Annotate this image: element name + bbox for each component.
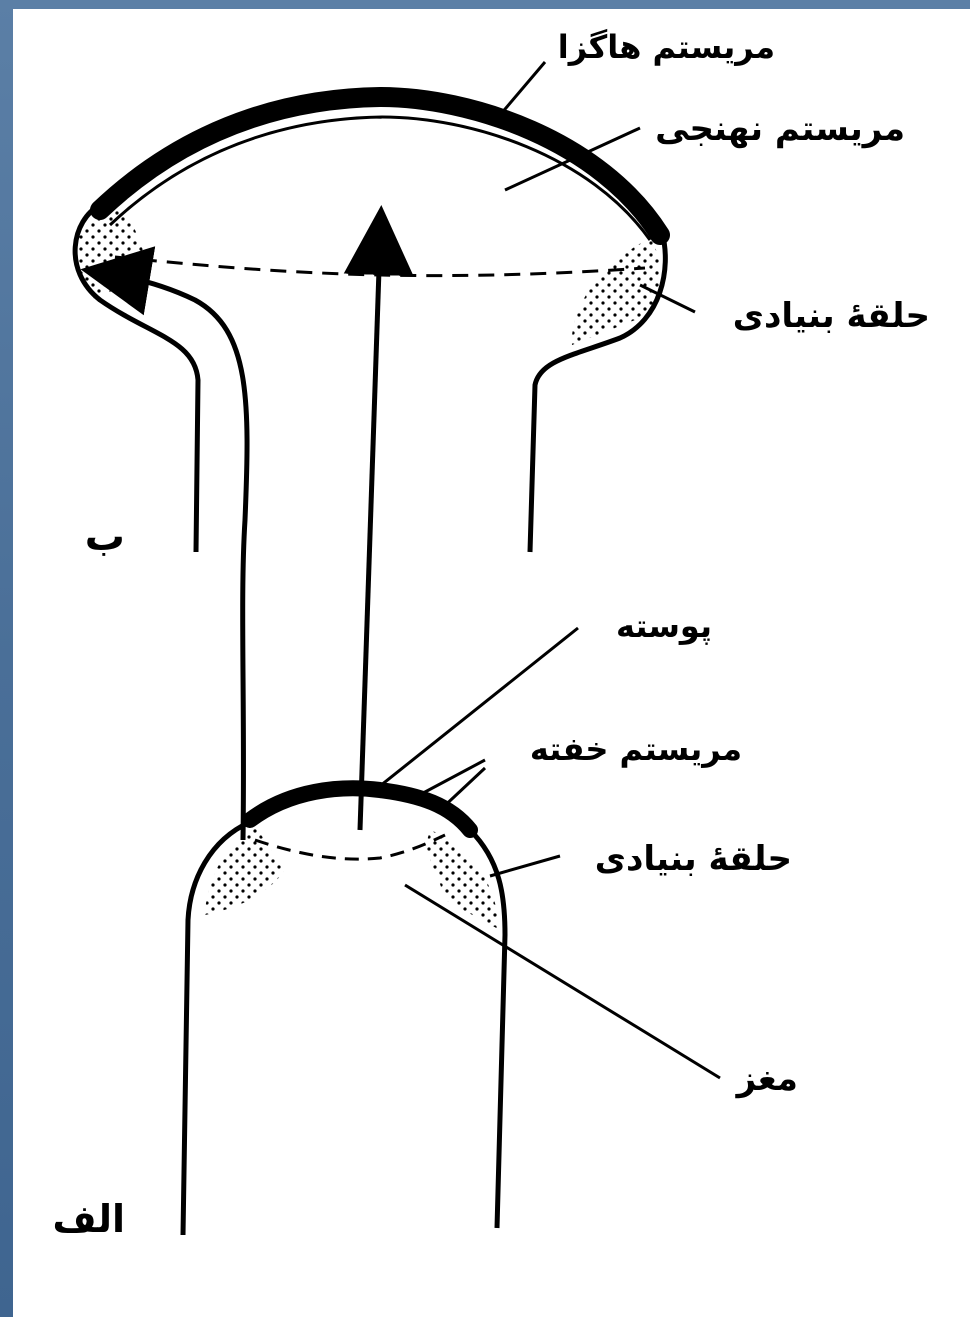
upper-shoot-apex [75, 62, 695, 552]
lower-left-basal-ring [205, 826, 285, 915]
label-pith: مغز [735, 1059, 798, 1099]
lower-dashed-boundary [255, 835, 445, 859]
label-basal-ring-bottom: حلقهٔ بنیادی [595, 839, 792, 879]
left-growth-arrow [115, 275, 247, 840]
center-growth-arrow [360, 240, 380, 830]
label-basal-ring-top: حلقهٔ بنیادی [733, 296, 930, 336]
label-letter-b: ب [85, 514, 125, 560]
label-rib-meristem: مریستم خفته [530, 730, 742, 768]
label-letter-alef: الف [52, 1197, 125, 1241]
lower-shoot-apex [183, 628, 720, 1235]
leader-basal-ring-bottom [490, 856, 560, 876]
lower-right-basal-ring [425, 830, 500, 930]
label-meristem-top: مریستم هاگزا [558, 28, 775, 66]
leader-meristem-top [500, 62, 545, 115]
label-meristem-tissue: مریستم نهنجی [655, 109, 905, 149]
upper-right-basal-ring [572, 238, 660, 345]
leader-pith [405, 885, 720, 1078]
leader-rib-meristem-b [438, 768, 485, 812]
label-tunica: پوسته [616, 607, 712, 645]
